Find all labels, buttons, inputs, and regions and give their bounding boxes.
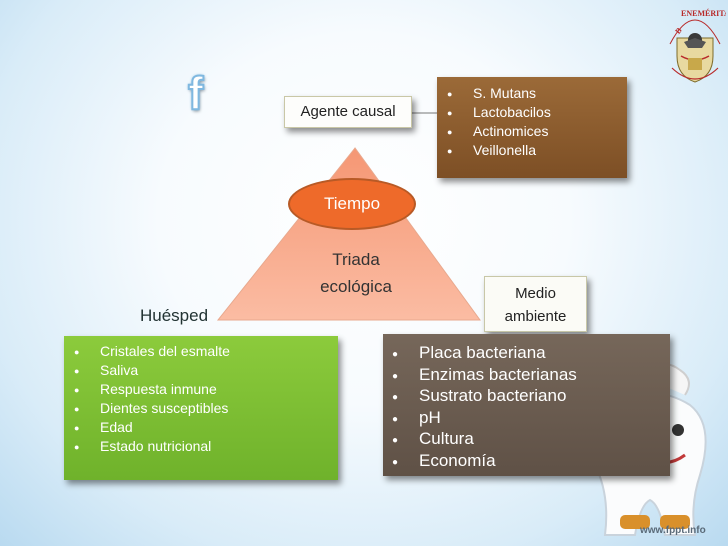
list-item: Respuesta inmune	[74, 380, 338, 400]
agente-causal-label: Agente causal	[284, 96, 412, 128]
list-item: Saliva	[74, 361, 338, 381]
list-item: Placa bacteriana	[392, 342, 670, 365]
university-seal-icon: B ENEMÉRITA	[669, 8, 726, 83]
list-item: Lactobacilos	[447, 103, 627, 123]
triada-ecologica-label: Triada ecológica	[296, 246, 416, 300]
list-item: S. Mutans	[447, 84, 627, 104]
triada-line-1: Triada	[332, 250, 380, 269]
list-item: Actinomices	[447, 122, 627, 142]
medio-factors-box: Placa bacteriana Enzimas bacterianas Sus…	[383, 334, 670, 476]
footer-url: www.fppt.info	[640, 525, 706, 536]
list-item: Veillonella	[447, 141, 627, 161]
list-item: Cultura	[392, 428, 670, 451]
list-item: Estado nutricional	[74, 437, 338, 457]
list-item: Sustrato bacteriano	[392, 385, 670, 408]
medio-line-2: ambiente	[504, 308, 567, 325]
svg-text:B: B	[673, 25, 684, 35]
medio-ambiente-label: Medio ambiente	[484, 276, 587, 332]
huesped-factors-box: Cristales del esmalte Saliva Respuesta i…	[64, 336, 338, 480]
triada-line-2: ecológica	[320, 277, 392, 296]
bacteria-list-box: S. Mutans Lactobacilos Actinomices Veill…	[437, 77, 627, 178]
svg-text:ENEMÉRITA: ENEMÉRITA	[681, 8, 726, 18]
list-item: Edad	[74, 418, 338, 438]
list-item: Cristales del esmalte	[74, 342, 338, 362]
medio-line-1: Medio	[515, 285, 556, 302]
decorative-f-glyph: f	[187, 66, 204, 120]
huesped-label: Huésped	[140, 306, 209, 325]
list-item: Economía	[392, 450, 670, 473]
list-item: Dientes susceptibles	[74, 399, 338, 419]
tiempo-ellipse: Tiempo	[288, 178, 416, 230]
list-item: pH	[392, 407, 670, 430]
list-item: Enzimas bacterianas	[392, 364, 670, 387]
